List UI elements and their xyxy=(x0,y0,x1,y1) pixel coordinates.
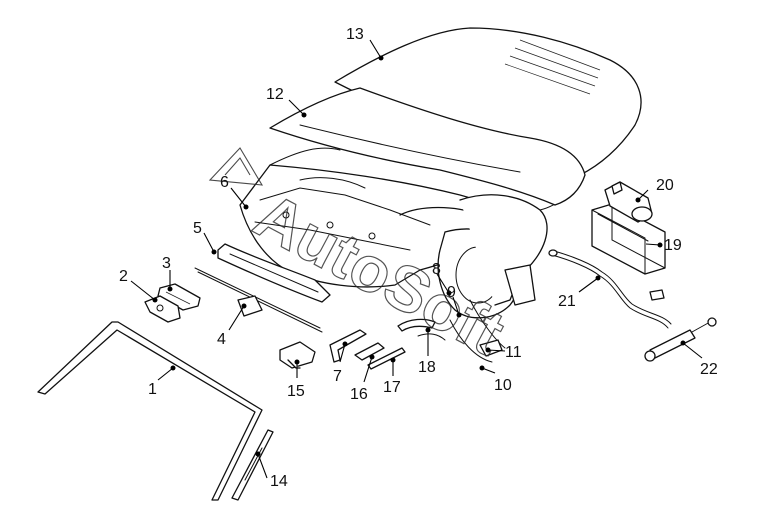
part-7-bracket xyxy=(329,329,367,363)
callout-3: 3 xyxy=(162,255,171,272)
callout-11: 11 xyxy=(505,344,522,361)
callout-5: 5 xyxy=(193,220,202,237)
callout-18: 18 xyxy=(418,359,436,376)
part-16-bracket xyxy=(354,342,385,361)
callout-1: 1 xyxy=(148,381,157,398)
callout-17: 17 xyxy=(383,379,401,396)
callout-15: 15 xyxy=(287,383,305,400)
callout-6: 6 xyxy=(220,174,229,191)
part-20-pump xyxy=(604,181,653,223)
callout-10: 10 xyxy=(494,377,512,394)
callout-8: 8 xyxy=(432,261,441,278)
callout-14: 14 xyxy=(270,473,288,490)
part-6-roof-frame xyxy=(239,147,548,319)
callout-7: 7 xyxy=(333,368,342,385)
part-1-windscreen-seal xyxy=(37,321,263,501)
part-12-roof-panel xyxy=(269,87,586,206)
part-17-seal-strip xyxy=(367,347,406,370)
part-22-gas-strut xyxy=(644,317,717,362)
part-15-striker xyxy=(279,341,316,369)
callout-21: 21 xyxy=(558,293,576,310)
part-10-11-drive-assembly xyxy=(449,299,506,363)
part-4-latch-rod xyxy=(194,267,323,333)
callout-4: 4 xyxy=(217,331,226,348)
callout-13: 13 xyxy=(346,26,364,43)
part-18-curved-strip xyxy=(397,318,446,341)
callout-16: 16 xyxy=(350,386,368,403)
callout-20: 20 xyxy=(656,177,674,194)
callout-12: 12 xyxy=(266,86,284,103)
part-14-pillar-trim xyxy=(231,429,274,501)
callout-labels: 13 12 6 5 3 2 4 1 15 7 16 17 18 8 9 10 1… xyxy=(119,26,718,490)
callout-19: 19 xyxy=(664,237,682,254)
part-2-latch-hook xyxy=(144,295,181,323)
part-21-hose xyxy=(548,249,672,329)
callout-22: 22 xyxy=(700,361,718,378)
callout-9: 9 xyxy=(447,284,456,301)
leader-dots xyxy=(152,55,686,457)
callout-2: 2 xyxy=(119,268,128,285)
part-5-header-rail xyxy=(217,243,331,303)
